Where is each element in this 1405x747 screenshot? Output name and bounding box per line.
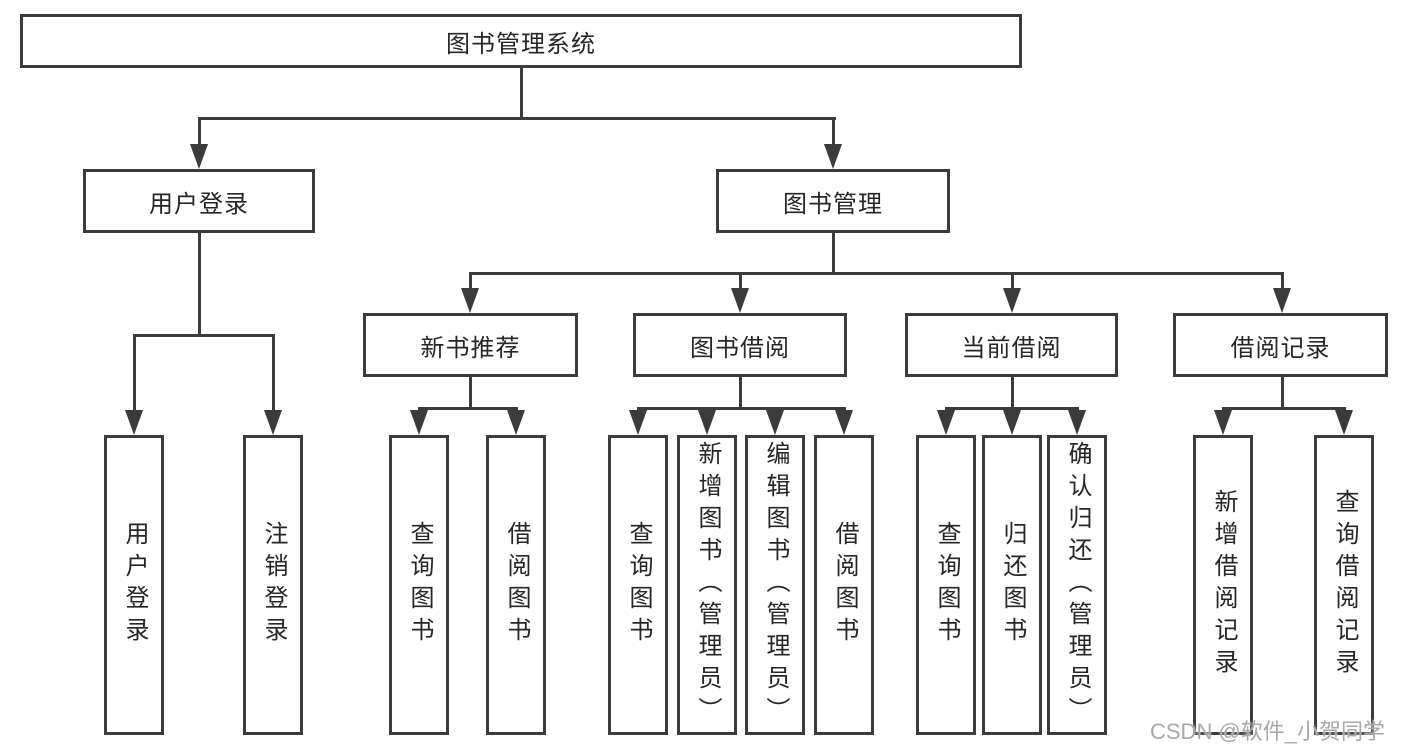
arrowhead-down xyxy=(1068,410,1086,435)
records-rail-line xyxy=(1222,407,1346,410)
node-book-management-label: 图书管理 xyxy=(783,190,883,218)
arrowhead-down xyxy=(264,410,282,435)
leaf-borrowing-borrow-books-label: 借阅图书 xyxy=(831,521,858,649)
recommend-stem-line xyxy=(469,377,472,409)
arrowhead-down xyxy=(824,144,842,169)
records-stem-line xyxy=(1281,377,1284,409)
leaf-borrowing-query-books: 查询图书 xyxy=(608,435,668,735)
arrowhead-down xyxy=(1273,288,1291,313)
leaf-add-books-admin-label: 新增图书（管理员） xyxy=(694,441,721,729)
leaf-borrowing-borrow-books: 借阅图书 xyxy=(814,435,874,735)
leaf-query-borrow-record-label: 查询借阅记录 xyxy=(1331,489,1358,681)
arrowhead-down xyxy=(698,410,716,435)
leaf-recommend-query-books: 查询图书 xyxy=(389,435,449,735)
leaf-current-query-books-label: 查询图书 xyxy=(933,521,960,649)
node-book-borrowing-label: 图书借阅 xyxy=(690,334,790,362)
leaf-borrowing-query-books-label: 查询图书 xyxy=(625,521,652,649)
node-user-login: 用户登录 xyxy=(83,169,315,233)
arrowhead-down xyxy=(190,144,208,169)
arrowhead-down xyxy=(1003,410,1021,435)
level3-rail-line xyxy=(469,272,1284,275)
leaf-recommend-query-books-label: 查询图书 xyxy=(406,521,433,649)
connector-line xyxy=(1011,272,1014,294)
root-stem-line xyxy=(520,68,523,118)
level2-rail-line xyxy=(198,117,836,120)
book-management-stem-line xyxy=(832,233,835,275)
arrowhead-down xyxy=(461,288,479,313)
leaf-recommend-borrow-books-label: 借阅图书 xyxy=(503,521,530,649)
arrowhead-down xyxy=(1335,410,1353,435)
node-current-borrowing: 当前借阅 xyxy=(905,313,1118,377)
leaf-current-query-books: 查询图书 xyxy=(916,435,976,735)
user-login-stem-line xyxy=(198,233,201,337)
leaf-user-login: 用户登录 xyxy=(104,435,164,735)
recommend-rail-line xyxy=(418,407,518,410)
connector-line xyxy=(272,334,275,414)
arrowhead-down xyxy=(410,410,428,435)
connector-line xyxy=(133,334,136,414)
leaf-return-books-label: 归还图书 xyxy=(999,521,1026,649)
node-root: 图书管理系统 xyxy=(20,14,1022,68)
node-new-book-recommend-label: 新书推荐 xyxy=(420,334,521,362)
leaf-add-borrow-record-label: 新增借阅记录 xyxy=(1210,489,1237,681)
arrowhead-down xyxy=(731,288,749,313)
node-borrowing-records: 借阅记录 xyxy=(1173,313,1388,377)
leaf-logout: 注销登录 xyxy=(243,435,303,735)
connector-line xyxy=(1281,272,1284,294)
borrowing-rail-line xyxy=(637,407,846,410)
arrowhead-down xyxy=(1003,288,1021,313)
node-current-borrowing-label: 当前借阅 xyxy=(961,334,1062,362)
node-user-login-label: 用户登录 xyxy=(149,190,249,218)
node-new-book-recommend: 新书推荐 xyxy=(363,313,578,377)
connector-line xyxy=(739,272,742,294)
arrowhead-down xyxy=(1214,410,1232,435)
connector-line xyxy=(469,272,472,294)
leaf-add-books-admin: 新增图书（管理员） xyxy=(677,435,737,735)
arrowhead-down xyxy=(835,410,853,435)
current-borrow-stem-line xyxy=(1011,377,1014,409)
leaf-confirm-return-admin-label: 确认归还（管理员） xyxy=(1064,441,1091,729)
leaf-edit-books-admin: 编辑图书（管理员） xyxy=(745,435,805,735)
leaf-add-borrow-record: 新增借阅记录 xyxy=(1193,435,1253,735)
borrowing-stem-line xyxy=(739,377,742,409)
leaf-edit-books-admin-label: 编辑图书（管理员） xyxy=(762,441,789,729)
arrowhead-down xyxy=(507,410,525,435)
login-group-rail-line xyxy=(133,334,275,337)
watermark-text: CSDN @软件_小贺同学 xyxy=(1150,719,1386,744)
leaf-logout-label: 注销登录 xyxy=(260,521,287,649)
leaf-user-login-label: 用户登录 xyxy=(121,521,148,649)
node-root-label: 图书管理系统 xyxy=(446,30,596,58)
connector-line xyxy=(832,117,835,147)
arrowhead-down xyxy=(766,410,784,435)
node-book-borrowing: 图书借阅 xyxy=(633,313,847,377)
leaf-recommend-borrow-books: 借阅图书 xyxy=(486,435,546,735)
node-book-management: 图书管理 xyxy=(716,169,950,233)
arrowhead-down xyxy=(937,410,955,435)
leaf-query-borrow-record: 查询借阅记录 xyxy=(1314,435,1374,735)
leaf-confirm-return-admin: 确认归还（管理员） xyxy=(1047,435,1107,735)
connector-line xyxy=(198,117,201,147)
leaf-return-books: 归还图书 xyxy=(982,435,1042,735)
node-borrowing-records-label: 借阅记录 xyxy=(1230,334,1331,362)
arrowhead-down xyxy=(125,410,143,435)
arrowhead-down xyxy=(629,410,647,435)
